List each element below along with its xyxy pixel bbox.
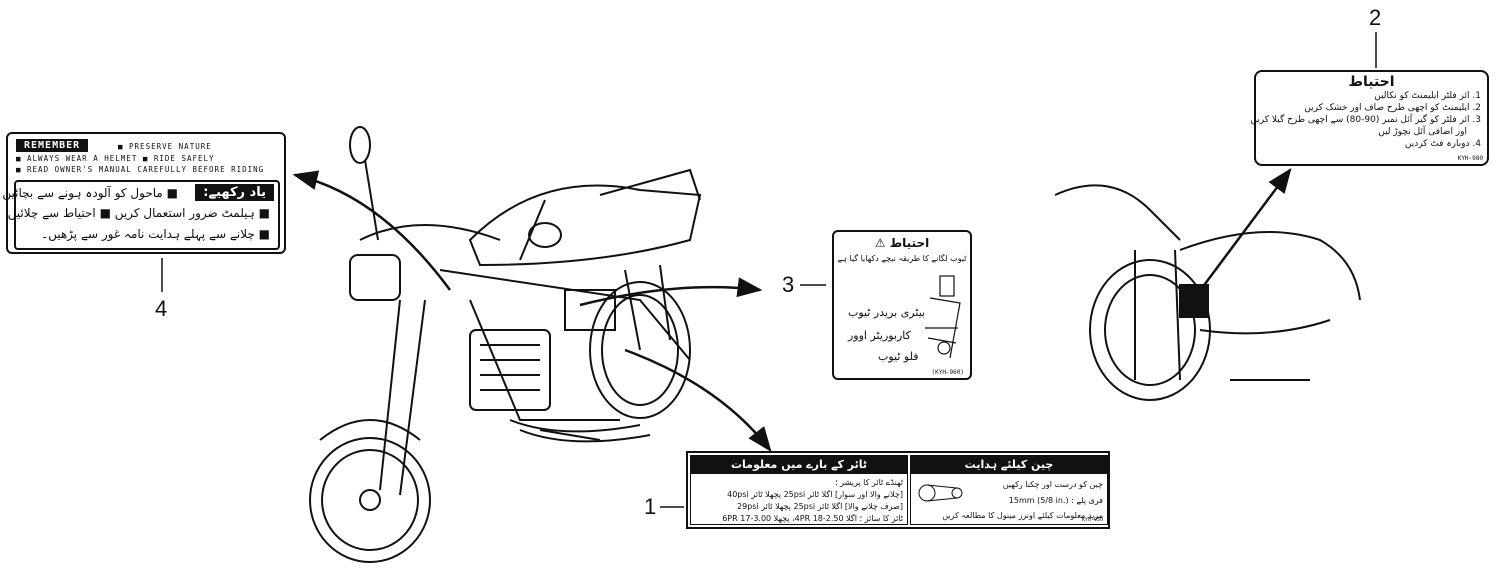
label3-tube-2: کاربوریٹر اوور xyxy=(848,329,911,342)
label4-en-line-2: ■ ALWAYS WEAR A HELMET ■ RIDE SAFELY xyxy=(16,154,215,163)
callout-number-1: 1 xyxy=(644,494,657,519)
label-4-remember: REMEMBER ■ PRESERVE NATURE ■ ALWAYS WEAR… xyxy=(2,132,286,254)
label4-en-line-1: ■ PRESERVE NATURE xyxy=(118,142,212,151)
callout-number-2: 2 xyxy=(1369,5,1382,30)
label4-en-line-3: ■ READ OWNER'S MANUAL CAREFULLY BEFORE R… xyxy=(16,165,265,174)
leader-arrow-2 xyxy=(1191,167,1292,301)
callout-number-3: 3 xyxy=(782,272,795,297)
tyre-info-row-2: [چلانے والا اور سوار] اگلا ٹائر 25psi پچ… xyxy=(727,490,903,499)
label2-line-4: اور اضافی آئل نچوڑ لیں xyxy=(1378,127,1467,137)
front-wheel xyxy=(309,437,431,563)
label2-line-2: 2. ایلیمنٹ کو اچھی طرح صاف اور خشک کریں xyxy=(1304,103,1481,113)
chain-info-row-1: چین کو درست اور چکنا رکھیں xyxy=(1002,480,1103,489)
air-filter-box xyxy=(1179,284,1209,318)
label3-code: (KYH-960) xyxy=(931,369,964,376)
rear-wheel xyxy=(589,281,691,419)
chain-slack-icon xyxy=(918,484,963,502)
tyre-info-row-3: [صرف چلانے والا] اگلا ٹائر 25psi پچھلا ٹ… xyxy=(737,502,903,511)
fuel-tank xyxy=(468,184,702,267)
chain-info-heading: چین کیلئے ہدایت xyxy=(911,456,1107,474)
label2-line-5: 4. دوبارہ فٹ کردیں xyxy=(1404,139,1481,149)
label3-heading: احتیاط ⚠ xyxy=(874,236,930,250)
label2-code: KYH-980 xyxy=(1457,155,1483,162)
label4-urdu-heading: یاد رکھیے: xyxy=(195,184,274,201)
label-3-tube-routing-caution: احتیاط ⚠ ٹیوب لگانے کا طریقہ نیچے دکھایا… xyxy=(832,230,972,380)
label-2-air-filter-caution: احتیاط 1. ائر فلٹر ایلیمنٹ کو نکالیں 2. … xyxy=(1250,70,1489,166)
tyre-info-heading: ٹائر کے بارے میں معلومات xyxy=(691,456,907,474)
motorcycle-drawing xyxy=(309,126,702,563)
tyre-info-panel: ٹائر کے بارے میں معلومات ٹھنڈے ٹائر کا پ… xyxy=(690,455,908,525)
label2-heading: احتیاط xyxy=(1348,74,1395,90)
chain-info-panel: چین کیلئے ہدایت چین کو درست اور چکنا رکھ… xyxy=(910,455,1108,525)
leader-arrow-1 xyxy=(624,348,772,452)
label2-line-1: 1. ائر فلٹر ایلیمنٹ کو نکالیں xyxy=(1374,91,1481,101)
chain-info-row-3: مزید معلومات کیلئے اونرز مینول کا مطالعہ… xyxy=(942,511,1103,520)
callout-number-4: 4 xyxy=(155,296,168,321)
label4-urdu-line-1: ■ ماحول کو آلودہ ہونے سے بچائیں xyxy=(2,186,178,200)
label3-tube-1: بیٹری بریدر ٹیوب xyxy=(848,306,926,319)
label3-tube-3: فلو ٹیوب xyxy=(878,350,919,363)
label1-code: KYH-950 xyxy=(1081,517,1103,523)
chain-info-row-2: فری پلے : 15mm (5/8 in.) xyxy=(1008,496,1103,505)
label4-urdu-line-3: ■ چلانے سے پہلے ہدایت نامہ غور سے پڑھیں۔ xyxy=(41,227,270,241)
leader-arrow-4 xyxy=(292,170,452,291)
label4-urdu-panel: یاد رکھیے: ■ ماحول کو آلودہ ہونے سے بچائ… xyxy=(2,180,280,250)
label4-urdu-line-2: ■ ہیلمٹ ضرور استعمال کریں ■ احتیاط سے چل… xyxy=(7,206,270,220)
tyre-info-row-4: ٹائر کا سائز ؛ اگلا 2.50-18 4PR، پچھلا 3… xyxy=(722,514,903,523)
tyre-info-row-1: ٹھنڈے ٹائر کا پریشر ؛ xyxy=(835,478,903,487)
leader-arrow-3 xyxy=(579,277,763,307)
label2-line-3: 3. ائر فلٹر کو گیر آئل نمبر (90-80) سے ا… xyxy=(1250,115,1481,125)
label-1-tyre-and-chain-info: ٹائر کے بارے میں معلومات ٹھنڈے ٹائر کا پ… xyxy=(686,451,1110,529)
motorcycle-rear-drawing xyxy=(1054,184,1361,401)
engine xyxy=(469,329,551,411)
label3-subheading: ٹیوب لگانے کا طریقہ نیچے دکھایا گیا ہے xyxy=(837,254,967,263)
remember-title: REMEMBER xyxy=(16,139,89,152)
tube-routing-illustration xyxy=(925,275,961,359)
